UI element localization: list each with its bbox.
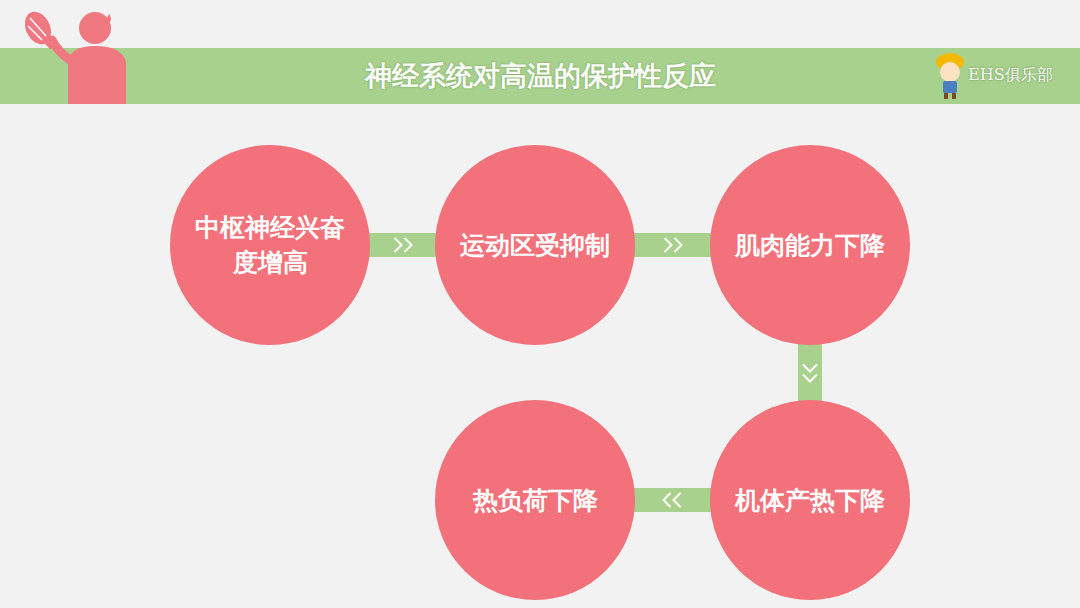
- mascot-leg: [944, 93, 948, 99]
- process-circle: 热负荷下降: [435, 400, 635, 600]
- node-text: 运动区受抑制: [455, 228, 615, 263]
- chevron: [803, 365, 817, 372]
- sweat-drop: [107, 14, 111, 23]
- person-head: [79, 12, 111, 44]
- connector-bar: [633, 233, 712, 257]
- node-text: 机体产热下降: [730, 483, 890, 518]
- fan-handle: [44, 40, 52, 48]
- chevron-head: [665, 238, 682, 252]
- hand-fan: [20, 8, 56, 49]
- mascot-leg: [952, 93, 956, 99]
- circle-outline: [170, 145, 370, 345]
- circle-shape: [710, 145, 910, 345]
- chevron: [674, 493, 681, 507]
- circle-shape: [710, 400, 910, 600]
- chevron: [803, 375, 817, 382]
- fan-ribs: [28, 18, 46, 40]
- node-text: 肌肉能力下降: [730, 228, 890, 263]
- chevron: [665, 238, 672, 252]
- node-text: 热负荷下降: [455, 483, 615, 518]
- connector-bar: [633, 488, 712, 512]
- flow-connector: [803, 343, 817, 402]
- flow-connector: [633, 493, 712, 507]
- chevron-head: [803, 365, 817, 382]
- chevron-head: [395, 238, 412, 252]
- process-circle: 运动区受抑制: [435, 145, 635, 345]
- person-arm: [52, 40, 70, 60]
- mascot-body: [943, 81, 957, 93]
- flow-connector: [633, 238, 712, 252]
- node-text: 中枢神经兴奋度增高: [190, 210, 350, 280]
- person-body: [68, 46, 126, 104]
- connector-bar: [798, 343, 822, 402]
- chevron: [405, 238, 412, 252]
- diagram-title: 神经系统对高温的保护性反应: [240, 48, 840, 104]
- flow-connector: [368, 238, 437, 252]
- process-circle: 肌肉能力下降: [710, 145, 910, 345]
- watermark-label: EHS俱乐部: [968, 65, 1053, 86]
- process-circle: 机体产热下降: [710, 400, 910, 600]
- mascot-face: [940, 62, 960, 82]
- person-illustration: [20, 8, 126, 104]
- mascot-icon: [936, 53, 964, 99]
- circle-shape: [170, 145, 370, 345]
- circle-shape: [435, 400, 635, 600]
- connector-bar: [368, 233, 437, 257]
- chevron: [395, 238, 402, 252]
- chevron-head: [664, 493, 681, 507]
- chevron: [664, 493, 671, 507]
- process-circle: 中枢神经兴奋度增高: [170, 145, 370, 345]
- chevron: [675, 238, 682, 252]
- circle-shape: [435, 145, 635, 345]
